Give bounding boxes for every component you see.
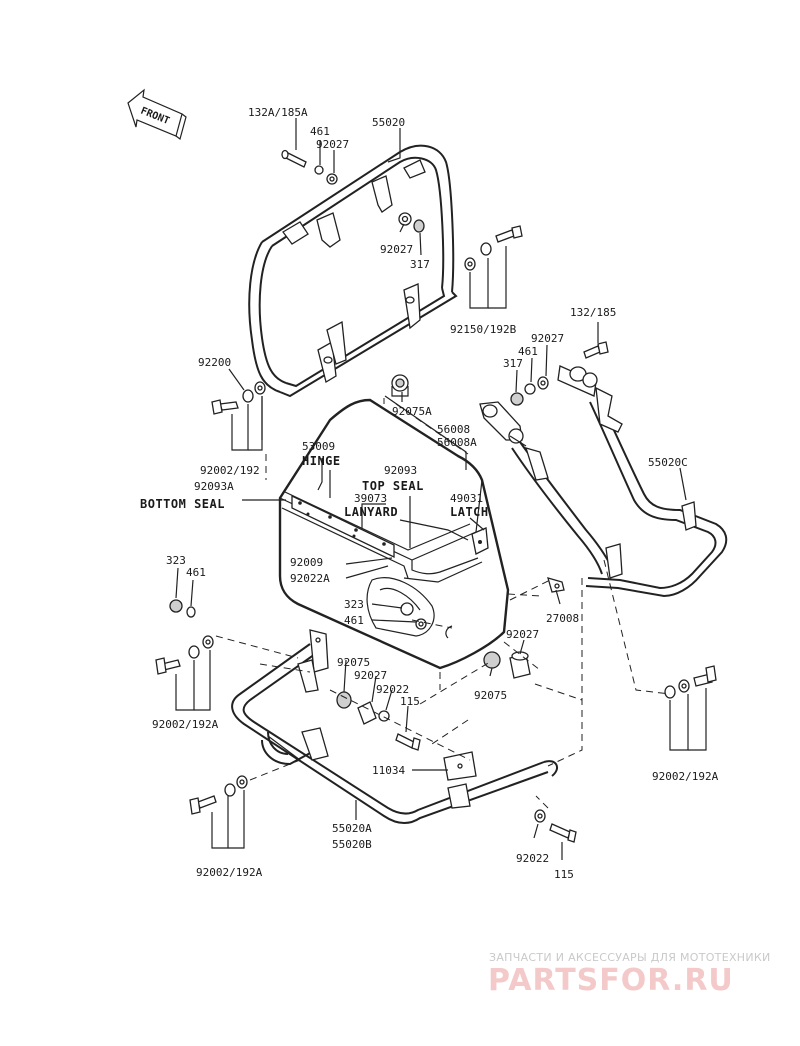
upper-frame-55020 (248, 144, 458, 398)
label-92009: 92009 (290, 556, 323, 569)
washer-nut-right (510, 376, 549, 406)
label-323-b: 323 (344, 598, 364, 611)
label-56008a: 56008A (437, 436, 477, 449)
assembly-dashed-lines (215, 398, 671, 809)
front-direction-arrow: FRONT (127, 88, 187, 141)
saddlebag-case-56008 (278, 398, 510, 670)
label-92027-e: 92027 (354, 669, 387, 682)
label-317-a: 317 (410, 258, 430, 271)
label-461-d: 461 (344, 614, 364, 627)
callout-labels: 132A/185A 461 92027 55020 92027 317 9215… (140, 106, 719, 881)
label-11034: 11034 (372, 764, 405, 777)
label-115-a: 115 (400, 695, 420, 708)
watermark: ЗАПЧАСТИ И АКСЕССУАРЫ ДЛЯ МОТОТЕХНИКИ PA… (488, 951, 771, 998)
label-92002-192: 92002/192 (200, 464, 260, 477)
bolt-92150 (464, 225, 523, 309)
label-92022-b: 92022 (516, 852, 549, 865)
nut-323-left (169, 599, 196, 618)
label-92022a: 92022A (290, 572, 330, 585)
label-92075a: 92075A (392, 405, 432, 418)
bolt-132a (281, 149, 338, 185)
label-115-b: 115 (554, 868, 574, 881)
label-461-a: 461 (310, 125, 330, 138)
bolt-92002-right (664, 665, 717, 751)
washer-nut-upper (398, 212, 425, 233)
label-92022-a: 92022 (376, 683, 409, 696)
bolt-92200 (211, 381, 266, 451)
label-56008: 56008 (437, 423, 470, 436)
label-92027-d: 92027 (506, 628, 539, 641)
label-92027-c: 92027 (531, 332, 564, 345)
label-55020: 55020 (372, 116, 405, 129)
label-39073: 39073 (354, 492, 387, 505)
right-frame-55020c (479, 365, 728, 598)
label-55020b: 55020B (332, 838, 372, 851)
bolt-92002-lower-left (155, 635, 214, 711)
label-461-c: 461 (186, 566, 206, 579)
front-arrow-label: FRONT (139, 106, 171, 127)
label-132a-185a: 132A/185A (248, 106, 308, 119)
label-92200: 92200 (198, 356, 231, 369)
label-92075-a: 92075 (337, 656, 370, 669)
label-92150-192b: 92150/192B (450, 323, 517, 336)
label-92002-192a-right: 92002/192A (652, 770, 719, 783)
label-27008: 27008 (546, 612, 579, 625)
label-132-185: 132/185 (570, 306, 616, 319)
label-lanyard: LANYARD (344, 505, 398, 519)
label-317-b: 317 (503, 357, 523, 370)
label-55020c: 55020C (648, 456, 688, 469)
label-92002-192a-bottom: 92002/192A (196, 866, 263, 879)
reflector-27008 (547, 577, 565, 593)
label-92027-a: 92027 (316, 138, 349, 151)
bolt-115-bottom (534, 809, 577, 843)
label-latch: LATCH (450, 505, 489, 519)
label-53009: 53009 (302, 440, 335, 453)
lower-frame-55020a (231, 629, 559, 824)
label-92075-b: 92075 (474, 689, 507, 702)
label-49031: 49031 (450, 492, 483, 505)
label-92002-192a-left: 92002/192A (152, 718, 219, 731)
label-bottom-seal: BOTTOM SEAL (140, 497, 225, 511)
label-92093a: 92093A (194, 480, 234, 493)
label-55020a: 55020A (332, 822, 372, 835)
bolt-132 (583, 341, 609, 359)
label-323-a: 323 (166, 554, 186, 567)
watermark-tagline: ЗАПЧАСТИ И АКСЕССУАРЫ ДЛЯ МОТОТЕХНИКИ (489, 951, 771, 964)
leader-lines (175, 118, 687, 860)
label-top-seal: TOP SEAL (362, 479, 424, 493)
label-461-b: 461 (518, 345, 538, 358)
label-hinge: HINGE (302, 454, 341, 468)
bolt-92002-bottom (189, 775, 248, 849)
label-92093: 92093 (384, 464, 417, 477)
label-92027-b: 92027 (380, 243, 413, 256)
watermark-logo: PARTSFOR.RU (488, 963, 734, 998)
grommet-92075a (391, 374, 409, 397)
